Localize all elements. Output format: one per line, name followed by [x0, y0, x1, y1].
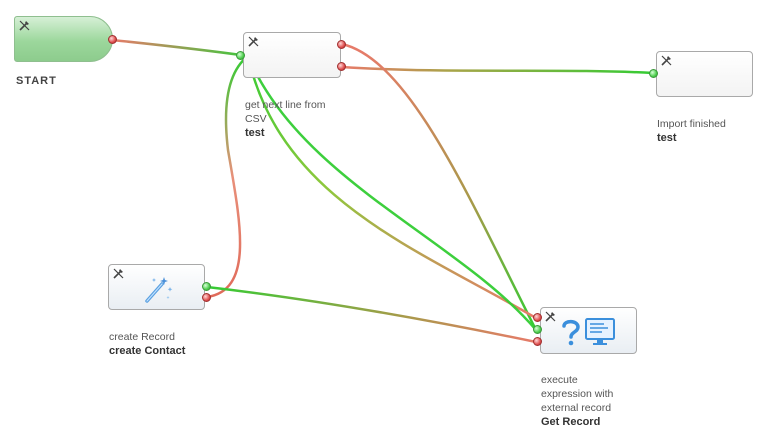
workflow-canvas[interactable]: START get next line from CSV test Import…: [0, 0, 782, 433]
magic-wand-icon: [145, 277, 173, 303]
getline-output-port-2[interactable]: [337, 62, 346, 71]
node-getline[interactable]: [243, 32, 341, 78]
wrench-screwdriver-icon[interactable]: [660, 54, 673, 67]
getline-title: get next line from CSV: [245, 99, 326, 125]
execute-title: execute expression with external record: [541, 374, 614, 414]
wire-start-to-getline: [111, 38, 249, 58]
node-import[interactable]: [656, 51, 753, 97]
monitor-icon: [585, 318, 615, 345]
execute-label: execute expression with external record …: [541, 359, 661, 443]
getline-label: get next line from CSV test: [245, 84, 355, 154]
import-label: Import finished test: [657, 103, 767, 159]
node-create[interactable]: [108, 264, 205, 310]
wire-getline-to-import: [341, 65, 654, 75]
wire-getline-to-execute: [341, 42, 538, 331]
start-output-port[interactable]: [108, 35, 117, 44]
getline-input-port[interactable]: [236, 51, 245, 60]
wrench-screwdriver-icon[interactable]: [247, 35, 260, 48]
import-title: Import finished: [657, 118, 726, 130]
execute-name: Get Record: [541, 416, 601, 428]
getline-name: test: [245, 127, 265, 139]
node-execute[interactable]: [540, 307, 637, 354]
create-label: create Record create Contact: [109, 316, 249, 372]
wrench-screwdriver-icon[interactable]: [112, 267, 125, 280]
create-title: create Record: [109, 331, 175, 343]
getline-output-port-1[interactable]: [337, 40, 346, 49]
wrench-screwdriver-icon[interactable]: [544, 310, 557, 323]
wire-create-to-execute: [206, 285, 537, 344]
import-name: test: [657, 132, 677, 144]
wrench-screwdriver-icon[interactable]: [18, 19, 31, 32]
execute-input-port-1[interactable]: [533, 313, 542, 322]
import-input-port[interactable]: [649, 69, 658, 78]
execute-input-port-2[interactable]: [533, 325, 542, 334]
start-label: START: [16, 75, 57, 87]
create-output-port-failure[interactable]: [202, 293, 211, 302]
wire-create-to-getline: [206, 55, 249, 299]
start-node[interactable]: [14, 16, 113, 62]
create-output-port-success[interactable]: [202, 282, 211, 291]
execute-input-port-3[interactable]: [533, 337, 542, 346]
create-name: create Contact: [109, 345, 186, 357]
question-mark-icon: [562, 319, 580, 346]
